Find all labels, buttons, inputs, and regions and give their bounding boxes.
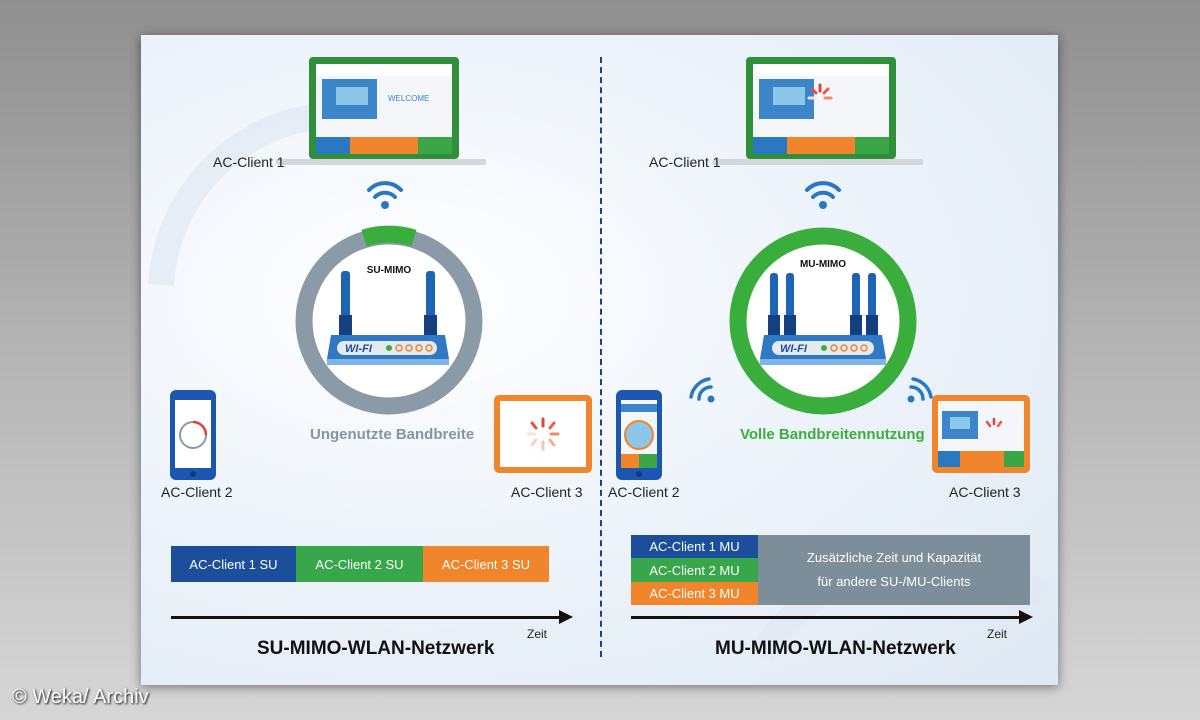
extra-line1: Zusätzliche Zeit und Kapazität (806, 550, 982, 565)
wifi-signal-icon (689, 377, 715, 403)
client3-label: AC-Client 3 (511, 484, 583, 500)
client1-label: AC-Client 1 (213, 154, 285, 170)
left-title: SU-MIMO-WLAN-Netzwerk (257, 638, 495, 659)
loading-spinner-icon (526, 417, 560, 451)
wifi-signal-icon (367, 181, 403, 209)
mu-bar-client2: AC-Client 2 MU (631, 558, 758, 582)
right-zeit-label: Zeit (987, 627, 1008, 641)
wifi-signal-icon (805, 181, 841, 209)
client2-label: AC-Client 2 (161, 484, 233, 500)
router-label: SU-MIMO (367, 265, 412, 276)
laptop-icon: WELCOME (276, 57, 486, 165)
right-time-axis (631, 616, 1021, 619)
su-bar-client1: AC-Client 1 SU (171, 546, 296, 582)
mu-bar-client1: AC-Client 1 MU (631, 535, 758, 558)
left-time-axis (171, 616, 561, 619)
su-bar-client2: AC-Client 2 SU (296, 546, 423, 582)
loading-spinner-icon (807, 83, 833, 100)
loading-spinner-icon (985, 417, 1003, 428)
right-caption: Volle Bandbreitennutzung (740, 426, 925, 443)
router-badge: WI-FI (780, 343, 808, 355)
left-zeit-label: Zeit (527, 627, 548, 641)
image-credit: © Weka/ Archiv (12, 686, 149, 708)
section-divider (600, 57, 602, 657)
right-time-arrow (1019, 610, 1033, 624)
router-icon: WI-FI (327, 271, 449, 365)
router-badge: WI-FI (345, 343, 373, 355)
mu-bar-client3: AC-Client 3 MU (631, 582, 758, 605)
client3-label: AC-Client 3 (949, 484, 1021, 500)
client1-label: AC-Client 1 (649, 154, 721, 170)
router-icon: WI-FI (760, 273, 886, 365)
diagram-panel: WELCOME AC-Client 1 SU-MIMO WI-FI Ungenu… (141, 35, 1058, 685)
tablet-icon (494, 395, 592, 473)
su-bar-client3: AC-Client 3 SU (423, 546, 549, 582)
extra-line2: für andere SU-/MU-Clients (817, 574, 971, 589)
laptop-icon (713, 57, 923, 165)
client2-label: AC-Client 2 (608, 484, 680, 500)
mu-extra-capacity: Zusätzliche Zeit und Kapazität für ander… (758, 535, 1030, 605)
smartphone-icon (170, 390, 216, 480)
left-caption: Ungenutzte Bandbreite (310, 426, 475, 443)
screen-welcome-text: WELCOME (388, 94, 429, 103)
tablet-icon (932, 395, 1030, 473)
router-label: MU-MIMO (800, 259, 846, 270)
right-title: MU-MIMO-WLAN-Netzwerk (715, 638, 956, 659)
smartphone-icon (616, 390, 662, 480)
wifi-signal-icon (907, 377, 933, 403)
left-time-arrow (559, 610, 573, 624)
